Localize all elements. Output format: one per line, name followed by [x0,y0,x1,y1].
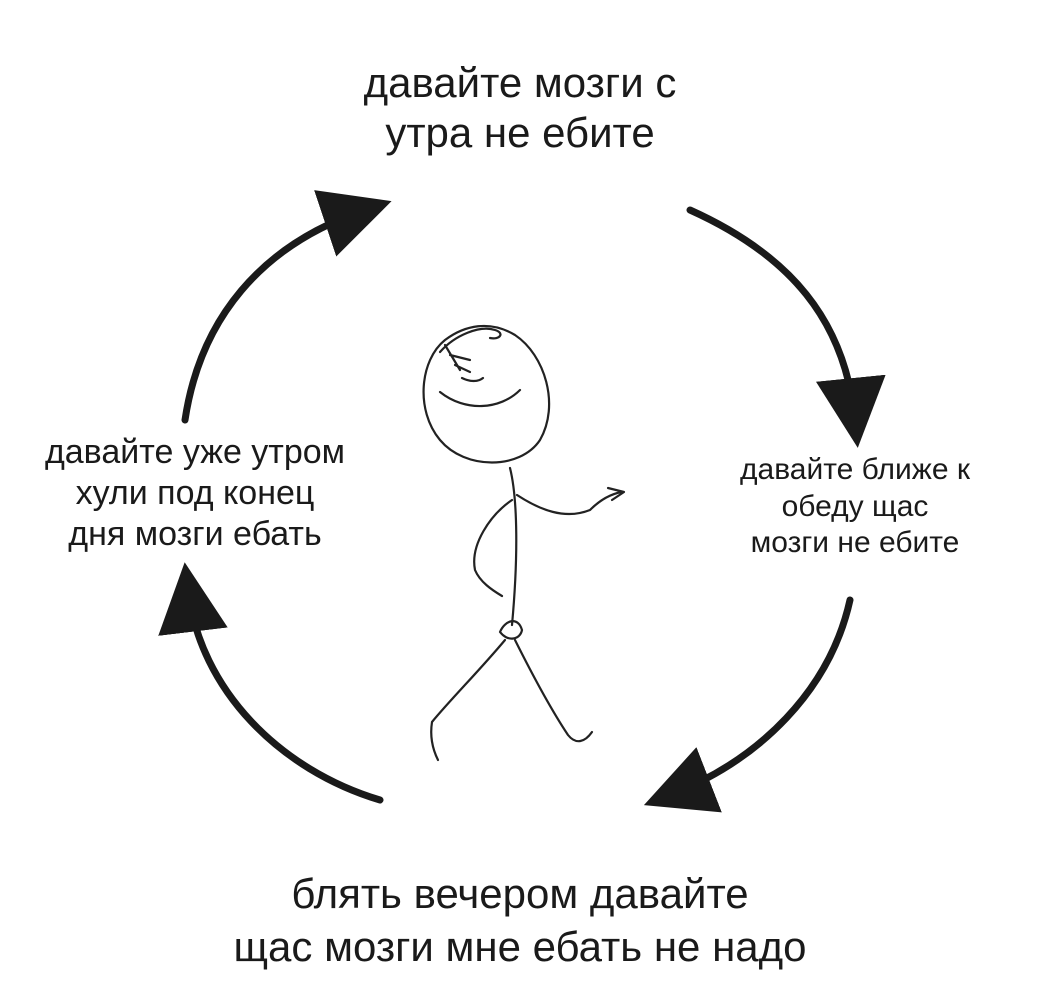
cycle-label-bottom: блять вечером давайте щас мозги мне ебат… [160,868,880,973]
cycle-label-left-line-1: давайте уже утром [44,433,346,471]
cycle-arrow-icon [158,562,384,804]
cycle-arrow-icon [643,596,854,813]
cycle-arrow-icon [686,206,886,448]
cycle-label-right-line-3: мозги не ебите [750,526,960,560]
cycle-label-top-line-2: утра не ебите [385,108,655,156]
cycle-label-top: давайте мозги с утра не ебите [320,58,720,157]
cycle-label-bottom-line-2: щас мозги мне ебать не надо [233,922,807,970]
cycle-arrow-icon [181,190,392,424]
cycle-label-bottom-line-1: блять вечером давайте [291,870,749,917]
cycle-label-left-line-3: дня мозги ебать [68,514,322,553]
cycle-label-right: давайте ближе к обеду щас мозги не ебите [690,452,1020,562]
cycle-label-right-line-1: давайте ближе к [740,453,970,486]
cycle-label-left-line-2: хули под конец [75,473,315,512]
cycle-label-top-line-1: давайте мозги с [363,59,677,106]
cycle-label-right-line-2: обеду щас [781,489,929,523]
cycle-label-left: давайте уже утром хули под конец дня моз… [0,432,390,554]
